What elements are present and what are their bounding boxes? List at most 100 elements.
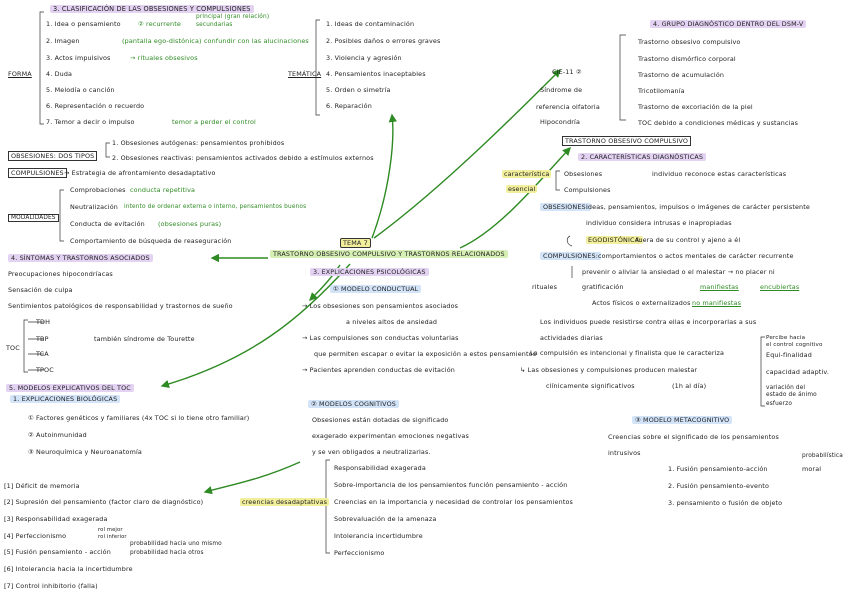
sintoma-3: Sentimientos patológicos de responsabili…	[8, 302, 233, 310]
cognitivo-item-5: Intolerancia incertidumbre	[334, 532, 423, 540]
tourette: también síndrome de Tourette	[94, 335, 195, 343]
egodistonica-text: fuera de su control y ajeno a él	[636, 236, 741, 244]
obsesiones-tipo-2: 2. Obsesiones reactivas: pensamientos ac…	[112, 154, 374, 162]
cognitivo-text-2: exagerado experimentan emociones negativ…	[312, 432, 469, 440]
creencia-3: [3] Responsabilidad exagerada	[4, 515, 108, 523]
crit-item-1: Obsesiones	[564, 170, 603, 178]
comp-text: comportamientos o actos mentales de cará…	[598, 252, 794, 260]
actos-fisicos: Actos físicos o externalizados	[592, 299, 691, 307]
tematica-item-3: 3. Violencia y agresión	[326, 54, 402, 62]
intencional: La compulsión es intencional y finalista…	[530, 349, 725, 357]
dsm-left-1: CIE-11 ②	[552, 68, 582, 76]
right-side-1: Percibe hacia	[766, 335, 806, 341]
tpoc: TPOC	[36, 366, 54, 374]
cognitivo-title: ② MODELOS COGNITIVOS	[308, 400, 399, 408]
forma-item-1: 1. Idea o pensamiento	[46, 20, 121, 28]
meta-title: ③ MODELO METACOGNITIVO	[632, 416, 733, 424]
perf-note-b: rol inferior	[98, 534, 127, 540]
dsm-item-3: Trastorno de acumulación	[638, 71, 725, 79]
crit-note: individuo reconoce estas características	[652, 170, 787, 178]
tematica-item-2: 2. Posibles daños o errores graves	[326, 37, 441, 45]
resistir-2: actividades diarias	[540, 334, 603, 342]
right-side-2: el control cognitivo	[766, 342, 823, 348]
modalidad-4: Comportamiento de búsqueda de reasegurac…	[70, 237, 232, 245]
center-subtitle: TRASTORNO OBSESIVO COMPULSIVO Y TRASTORN…	[270, 250, 508, 258]
comp-label: COMPULSIONES:	[540, 252, 602, 260]
encubiertas: encubiertas	[760, 283, 800, 291]
crit-label-a: característica	[502, 170, 552, 178]
conductual-5: → Pacientes aprenden conductas de evitac…	[302, 366, 455, 374]
bio-item-1: ① Factores genéticos y familiares (4x TO…	[28, 414, 250, 422]
comp-text-3: gratificación	[582, 283, 624, 291]
obs-label: OBSESIONES:	[540, 203, 592, 211]
rituales: rituales	[532, 283, 558, 291]
sig-1: ↳ Las obsesiones y compulsiones producen…	[520, 366, 698, 374]
modelos-title: 5. MODELOS EXPLICATIVOS DEL TOC	[6, 384, 134, 392]
comp-text-2: prevenir o aliviar la ansiedad o el male…	[582, 268, 775, 276]
obsesiones-tipos-label: OBSESIONES: DOS TIPOS	[8, 151, 98, 161]
toc-crit-title: 2. CARACTERÍSTICAS DIAGNÓSTICAS	[578, 153, 707, 161]
right-side-3: Equi-finalidad	[766, 351, 812, 359]
dsm-item-5: Trastorno de excoriación de la piel	[638, 103, 753, 111]
creencia-5: [5] Fusión pensamiento - acción	[4, 548, 111, 556]
crit-item-2: Compulsiones	[564, 186, 611, 194]
tematica-item-1: 1. Ideas de contaminación	[326, 20, 415, 28]
tematica-item-6: 6. Reparación	[326, 102, 372, 110]
modalidad-3: Conducta de evitación	[70, 220, 145, 228]
obs-text-2: individuo considera intrusas e inapropia…	[586, 219, 732, 227]
forma-item-5: 5. Melodía o canción	[46, 86, 115, 94]
perf-note-a: rol mejor	[98, 527, 123, 533]
toc-title: TRASTORNO OBSESIVO COMPULSIVO	[562, 136, 692, 146]
conductual-1: → Los obsesiones son pensamientos asocia…	[302, 302, 459, 310]
dsm-item-6: TOC debido a condiciones médicas y susta…	[638, 119, 799, 127]
right-side-5: variación del	[766, 385, 806, 391]
crit-label-b: esencial	[506, 185, 538, 193]
cognitivo-text-1: Obsesiones están dotadas de significado	[312, 416, 449, 424]
meta-item-2: 2. Fusión pensamiento-evento	[668, 482, 770, 490]
fusion-note-a: probabilidad hacia uno mismo	[130, 541, 222, 547]
conductual-title: ① MODELO CONDUCTUAL	[330, 285, 422, 293]
obsesiones-tipo-1: 1. Obsesiones autógenas: pensamientos pr…	[112, 139, 285, 147]
conductual-4: que permiten escapar o evitar la exposic…	[314, 350, 537, 358]
creencias-label: creencias desadaptativas	[240, 498, 330, 506]
obs-text: ideas, pensamientos, impulsos o imágenes…	[586, 203, 810, 211]
dsm-item-1: Trastorno obsesivo compulsivo	[638, 38, 741, 46]
no-manifiestas: no manifiestas	[692, 299, 742, 307]
bio-item-3: ③ Neuroquímica y Neuroanatomía	[28, 448, 142, 456]
actos-note: → rituales obsesivos	[130, 54, 198, 62]
forma-item-6: 6. Representación o recuerdo	[46, 102, 145, 110]
right-side-6: estado de ánimo	[766, 392, 817, 398]
sintoma-2: Sensación de culpa	[8, 286, 73, 294]
egodistonica-label: EGODISTÓNICA:	[586, 236, 644, 244]
cognitivo-item-3: Creencias en la importancia y necesidad …	[334, 498, 574, 506]
idea-note: ② recurrente	[138, 20, 181, 28]
forma-item-7: 7. Temor a decir o impulso	[46, 118, 135, 126]
idea-note-c: secundarias	[196, 22, 233, 28]
conductual-2: a niveles altos de ansiedad	[346, 318, 438, 326]
meta-text-1: Creencias sobre el significado de los pe…	[608, 433, 779, 441]
dsm-title: 4. GRUPO DIAGNÓSTICO DENTRO DEL DSM-V	[650, 20, 807, 28]
cognitivo-item-4: Sobrevaluación de la amenaza	[334, 515, 437, 523]
tca: TCA	[36, 350, 49, 358]
explic-psico-title: 3. EXPLICACIONES PSICOLÓGICAS	[310, 268, 429, 276]
tematica-item-4: 4. Pensamientos inaceptables	[326, 70, 426, 78]
sintomas-title: 4. SÍNTOMAS Y TRASTORNOS ASOCIADOS	[8, 254, 153, 262]
cognitivo-item-6: Perfeccionismo	[334, 549, 385, 557]
classification-title: 3. CLASIFICACIÓN DE LAS OBSESIONES Y COM…	[50, 5, 254, 13]
modalidades-label: MODALIDADES	[8, 214, 59, 222]
bio-item-2: ② Autoinmunidad	[28, 431, 87, 439]
resistir: Los individuos puede resistirse contra e…	[540, 318, 757, 326]
bio-title: 1. EXPLICACIONES BIOLÓGICAS	[10, 395, 121, 403]
creencia-7: [7] Control inhibitorio (falla)	[4, 582, 98, 590]
forma-item-3: 3. Actos impulsivos	[46, 54, 111, 62]
center-title: TEMA 7	[340, 238, 371, 248]
creencia-2: [2] Supresión del pensamiento (factor cl…	[4, 498, 204, 506]
modalidad-3-note: (obsesiones puras)	[158, 220, 222, 228]
sintoma-1: Preocupaciones hipocondríacas	[8, 270, 113, 278]
tdah: TDH	[36, 318, 51, 326]
imagen-note: (pantalla ego-distónica) confundir con l…	[122, 37, 309, 45]
compulsiones-def: → Estrategia de afrontamiento desadaptat…	[64, 169, 216, 177]
meta-text-2: intrusivos	[608, 449, 641, 457]
creencia-4: [4] Perfeccionismo	[4, 532, 67, 540]
